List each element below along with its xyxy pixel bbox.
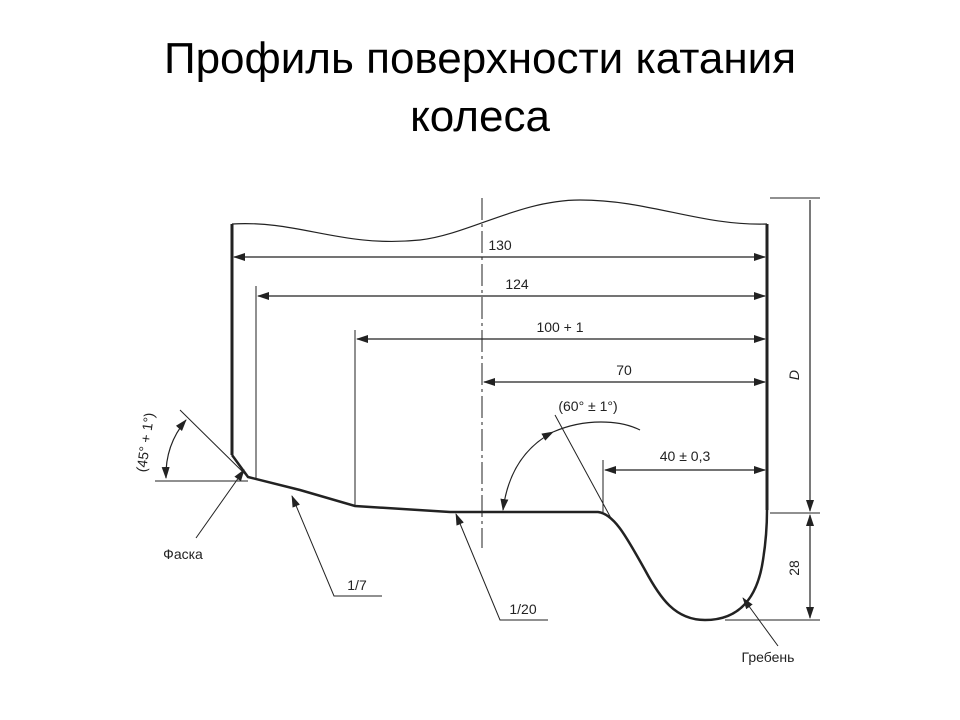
dim-label-D: D [786,370,802,380]
angle-arc-45 [161,419,187,479]
slide-title-line-1: Профиль поверхности катания [163,34,797,83]
leader-flange [742,597,779,647]
callout-flange: Гребень [742,649,795,665]
tread-profile-line [230,454,769,622]
slide-title: Профиль поверхности катания колеса [0,30,960,146]
dim-label-28: 28 [786,560,802,576]
callout-chamfer: Фаска [163,546,203,562]
callout-slope-1-7: 1/7 [347,577,367,593]
ext-line-60-incline [554,414,613,521]
callout-labels: Фаска 1/7 1/20 Гребень [163,546,794,665]
dim-label-124: 124 [505,276,529,292]
dim-label-100: 100 + 1 [536,319,583,335]
dim-label-60-angle: (60° ± 1°) [558,398,617,414]
extension-lines [155,197,820,621]
leader-lines [195,469,779,647]
leader-chamfer [195,469,245,539]
leader-slope-1-7 [291,495,382,597]
horizontal-dimensions [233,253,766,474]
leader-slope-1-20 [455,513,548,621]
angle-arc-60-extension [552,421,641,433]
angle-arcs [161,419,641,511]
callout-slope-1-20: 1/20 [509,601,536,617]
wheel-outline [230,199,769,622]
wheel-break-line [231,199,768,243]
dim-label-130: 130 [488,237,512,253]
dim-label-45-angle: (45° + 1°) [133,412,157,473]
dim-label-40: 40 ± 0,3 [660,448,711,464]
ext-line-45-incline [179,409,249,478]
dim-label-70: 70 [616,362,632,378]
angle-arc-60 [500,431,554,511]
slide-title-line-2: колеса [410,92,550,141]
